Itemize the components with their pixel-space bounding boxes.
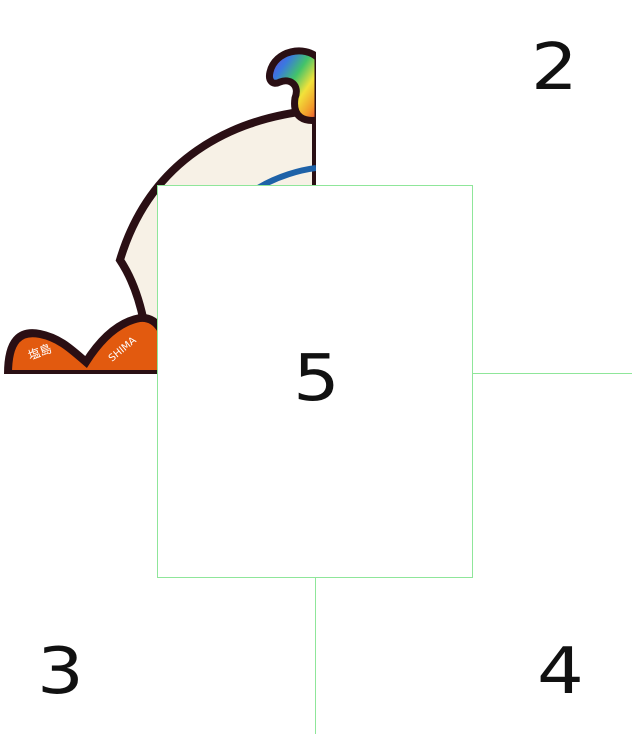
tile-number-4[interactable]: 4 bbox=[536, 635, 584, 709]
puzzle-tile-5[interactable] bbox=[157, 185, 473, 578]
tile-number-3[interactable]: 3 bbox=[36, 635, 84, 709]
tile-number-2[interactable]: 2 bbox=[530, 31, 578, 105]
grid-divider bbox=[315, 578, 316, 734]
tile-number-5[interactable]: 5 bbox=[292, 342, 340, 416]
grid-divider bbox=[473, 373, 632, 374]
